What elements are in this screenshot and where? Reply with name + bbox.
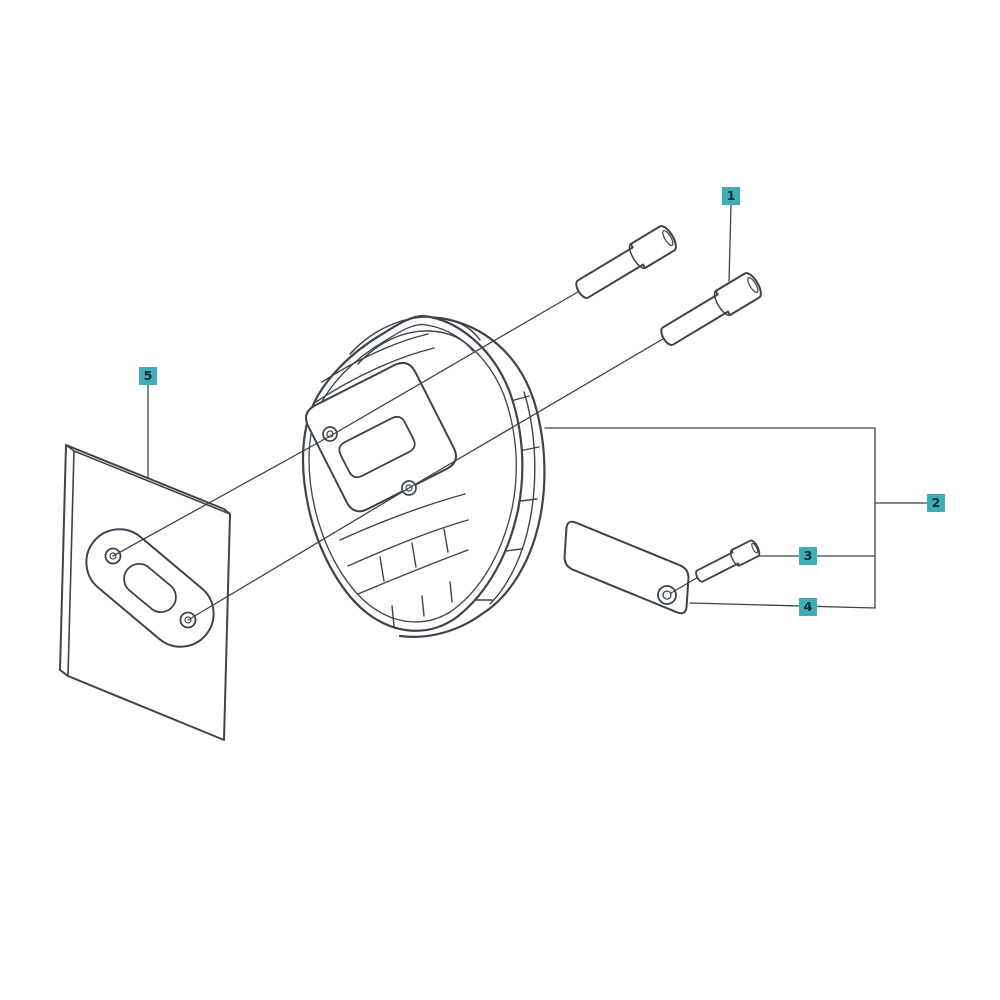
assembly-axis-lines <box>112 288 701 621</box>
muffler-bracket-plate <box>305 361 457 513</box>
leader-line-4 <box>689 602 876 609</box>
gasket-port-opening <box>123 563 177 613</box>
exhaust-gasket <box>59 444 231 741</box>
muffler-exhaust-port <box>338 415 416 479</box>
deflector-screw <box>695 539 761 583</box>
leader-bracket-2 <box>544 427 876 609</box>
mounting-bolt-1 <box>575 225 677 299</box>
leader-line-1 <box>728 204 732 282</box>
muffler-rear-shell <box>398 316 546 638</box>
deflector-plate <box>563 520 690 615</box>
callout-2: 2 <box>927 494 945 512</box>
deflector-plate-hole <box>657 585 677 605</box>
callout-3: 3 <box>799 547 817 565</box>
callout-1: 1 <box>722 187 740 205</box>
callout-4: 4 <box>799 598 817 616</box>
callout-5: 5 <box>139 367 157 385</box>
muffler-body <box>301 314 546 638</box>
mounting-bolt-2 <box>660 272 762 346</box>
